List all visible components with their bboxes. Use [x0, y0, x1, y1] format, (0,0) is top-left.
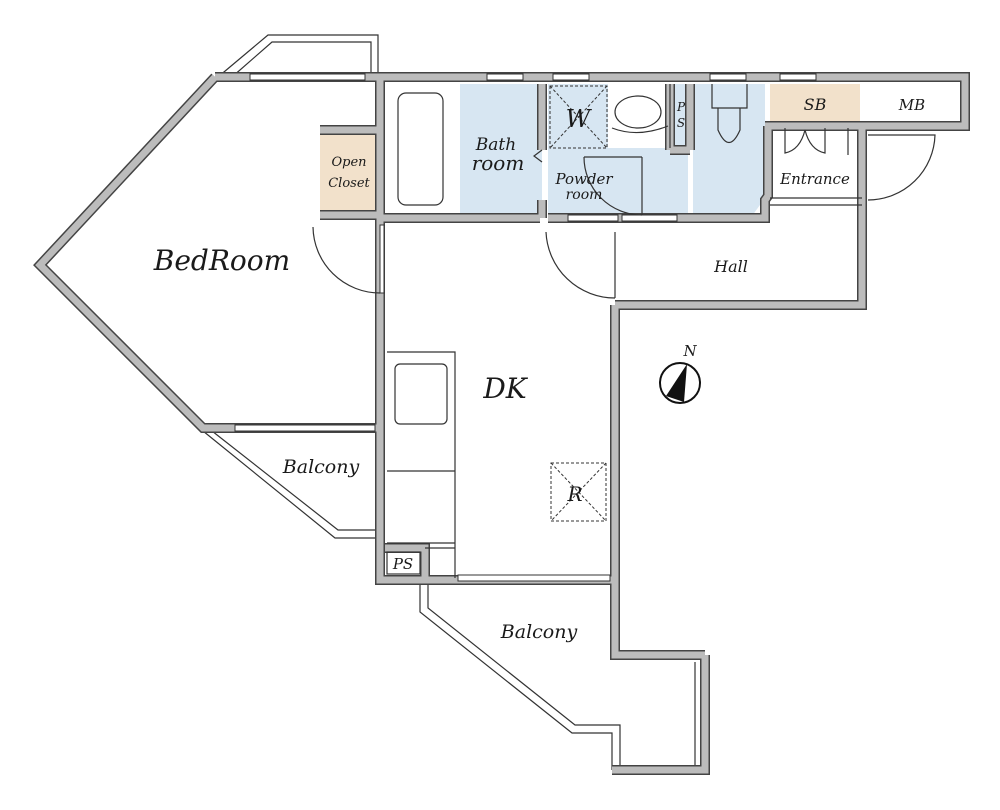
dk-label: DK: [482, 372, 528, 405]
fridge-space: [550, 462, 607, 522]
entrance-label: Entrance: [779, 170, 850, 188]
ps-top-label-2: S: [677, 116, 685, 130]
open-closet-area: [320, 132, 378, 213]
bathtub-icon: [397, 92, 444, 206]
powder-label-2: room: [566, 187, 603, 203]
balcony-bottom-label: Balcony: [500, 621, 578, 643]
ps-bottom-label: PS: [392, 555, 413, 573]
bedroom-label: BedRoom: [153, 244, 290, 277]
toilet-icon: [711, 84, 748, 144]
entrance-door[interactable]: [867, 134, 936, 201]
open-closet-label-2: Closet: [328, 176, 370, 191]
windows: [234, 73, 817, 582]
doors[interactable]: [312, 134, 936, 299]
washer-space: [549, 85, 608, 149]
washbasin-area: [608, 84, 670, 148]
north-arrow-icon: N: [659, 342, 701, 404]
bath-area: [460, 84, 542, 216]
dk-door[interactable]: [545, 231, 616, 299]
hall-label: Hall: [713, 257, 748, 276]
mb-label: MB: [898, 96, 925, 114]
open-closet-label-1: Open: [331, 155, 366, 170]
sink-icon: [394, 363, 448, 425]
sb-area: [770, 84, 860, 122]
balcony-left-label: Balcony: [282, 456, 360, 478]
fixtures: [387, 84, 862, 578]
ps-bottom-box: [386, 551, 421, 575]
fridge-label: R: [566, 482, 582, 506]
kitchen-counter: [387, 351, 456, 578]
bath-label-1: Bath: [475, 135, 516, 155]
bath-label-2: room: [472, 151, 525, 175]
powder-door[interactable]: [583, 156, 643, 216]
toilet-area: [693, 84, 765, 216]
washbasin-icon: [614, 95, 662, 129]
bedroom-door[interactable]: [312, 226, 381, 294]
sb-label: SB: [804, 95, 827, 114]
washer-label: W: [566, 105, 593, 133]
ps-top-label-1: P: [676, 100, 686, 114]
powder-label-1: Powder: [554, 170, 613, 188]
north-label: N: [682, 342, 697, 360]
